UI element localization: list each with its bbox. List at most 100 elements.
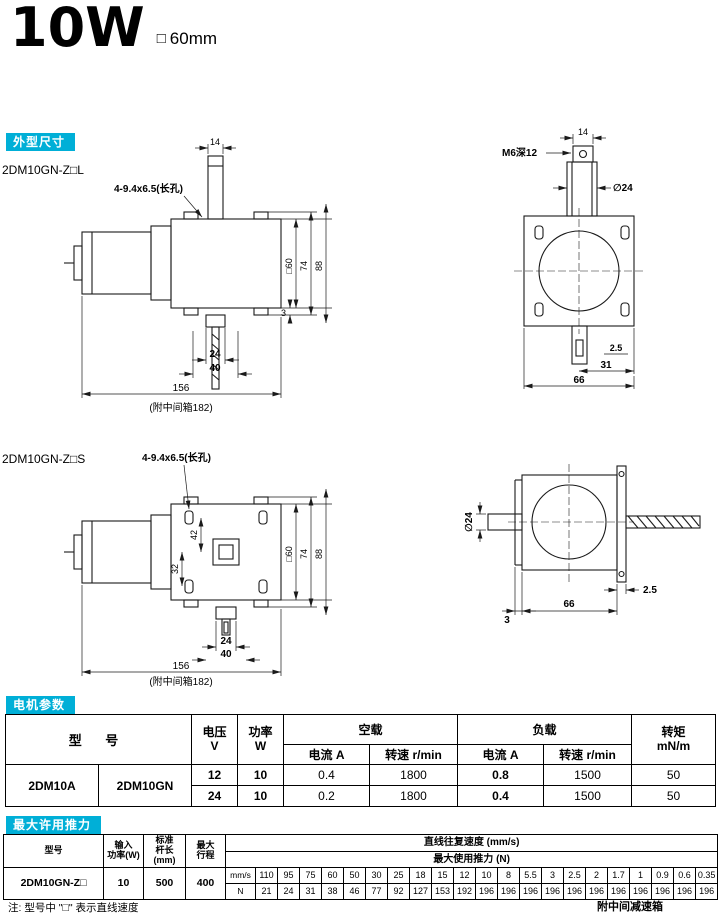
slot-hole-label: 4-9.4x6.5(长孔): [114, 182, 183, 195]
model-label-s: 2DM10GN-Z□S: [2, 452, 86, 466]
speed-value: 12: [453, 866, 476, 884]
motor-data-row: 2DM10A 2DM10GN 12 10 0.4 1800 0.8 1500 5…: [5, 764, 717, 807]
no-load-current-value: 0.2: [283, 785, 370, 807]
force-value: 196: [541, 882, 564, 900]
header-thrust-title: 最大使用推力 (N): [224, 850, 719, 868]
drawing-front-view-l: 14 M6深12 ∅24 2.5 31 66: [502, 127, 644, 389]
speed-value: 30: [365, 866, 388, 884]
voltage-value: 24: [191, 785, 238, 807]
force-value: 196: [563, 882, 586, 900]
gearbox-note: (附中间箱182): [149, 675, 212, 688]
speed-value: 0.35: [694, 866, 719, 884]
dimension-lines: [523, 134, 635, 389]
dim-shaft-dia: ∅24: [613, 183, 633, 194]
model-2dm10a: 2DM10A: [5, 764, 99, 807]
header-load-speed: 转速 r/min: [543, 744, 633, 765]
force-value: 127: [409, 882, 432, 900]
speed-value: 25: [387, 866, 410, 884]
speed-value: 10: [475, 866, 498, 884]
dim-2-5: 2.5: [643, 585, 657, 596]
dim-frame: □60: [284, 258, 294, 273]
gearbox-shaft-outline: [487, 465, 701, 583]
header-input-power: 输入 功率(W): [103, 834, 144, 868]
header-no-load: 空载: [282, 714, 459, 745]
thrust-force-row: N 21 24 31 38 46 77 92 127 153 192 196 1…: [4, 882, 719, 900]
model-label-l: 2DM10GN-Z□L: [2, 163, 84, 177]
force-value: 38: [321, 882, 344, 900]
force-value: 196: [497, 882, 520, 900]
thrust-rod-length: 500: [143, 866, 186, 900]
dim-3: 3: [281, 308, 286, 318]
dimension-lines: [81, 144, 332, 398]
header-model: 型 号: [5, 714, 192, 765]
dim-74: 74: [299, 261, 309, 271]
force-value: 196: [607, 882, 630, 900]
motor-gearbox-outline: [64, 496, 282, 636]
dim-88: 88: [314, 549, 324, 559]
force-value: 192: [453, 882, 476, 900]
force-value: 46: [343, 882, 366, 900]
tap-hole-label: M6深12: [502, 146, 537, 159]
speed-value: 110: [255, 866, 278, 884]
header-load-current: 电流 A: [457, 744, 545, 765]
thrust-stroke: 400: [185, 866, 226, 900]
speed-value: 3: [541, 866, 564, 884]
motor-parameters-table: 型 号 电压 V 功率 W 空载 负载 转矩 mN/m 电流 A 转速 r/mi…: [5, 714, 717, 807]
gearbox-footnote: 附中间减速箱: [597, 901, 663, 913]
header-torque: 转矩 mN/m: [631, 714, 717, 765]
dim-66: 66: [573, 375, 585, 386]
load-speed-value: 1500: [543, 764, 633, 786]
force-value: 153: [431, 882, 454, 900]
speed-value: 0.9: [651, 866, 674, 884]
dim-length: 156: [173, 383, 190, 394]
header-model: 型号: [3, 834, 104, 868]
header-rod-length: 标准 杆长 (mm): [143, 834, 186, 868]
unit-n: N: [225, 882, 256, 900]
force-value: 196: [475, 882, 498, 900]
header-stroke: 最大 行程: [185, 834, 226, 868]
dim-frame: □60: [284, 546, 294, 561]
no-load-speed-value: 1800: [368, 764, 459, 786]
speed-value: 95: [277, 866, 300, 884]
dimension-lines: [81, 464, 332, 676]
gearbox-note: (附中间箱182): [149, 401, 212, 414]
thrust-input-power: 10: [103, 866, 144, 900]
dim-32: 32: [170, 564, 180, 574]
dim-shaft-dia: ∅24: [464, 512, 475, 532]
dim-24: 24: [220, 636, 232, 647]
section-label-dimensions: 外型尺寸: [6, 133, 76, 152]
header-no-load-speed: 转速 r/min: [368, 744, 459, 765]
footnote: 注: 型号中 "□" 表示直线速度: [8, 902, 139, 914]
centerlines: [514, 208, 644, 334]
force-value: 196: [694, 882, 719, 900]
drawing-side-view-s: 4-9.4x6.5(长孔) 42 32 □60 74 88 24 40 156 …: [64, 451, 332, 688]
dimension-lines: [476, 502, 639, 615]
speed-value: 75: [299, 866, 322, 884]
square-frame-icon: □: [156, 29, 166, 47]
dim-24: 24: [209, 349, 221, 360]
force-value: 196: [585, 882, 608, 900]
voltage-value: 12: [191, 764, 238, 786]
load-current-value: 0.4: [457, 785, 545, 807]
speed-value: 8: [497, 866, 520, 884]
dim-3: 3: [504, 615, 510, 626]
speed-value: 2.5: [563, 866, 586, 884]
speed-value: 1.7: [607, 866, 630, 884]
thrust-speed-row: 2DM10GN-Z□ 10 500 400 mm/s 110 95 75 60 …: [3, 866, 719, 900]
header-voltage: 电压 V: [191, 714, 238, 765]
dim-66: 66: [563, 599, 575, 610]
header-load: 负载: [457, 714, 633, 745]
speed-value: 1: [629, 866, 652, 884]
force-value: 21: [255, 882, 278, 900]
speed-value: 60: [321, 866, 344, 884]
speed-value: 0.6: [673, 866, 696, 884]
section-label-motor-params: 电机参数: [6, 696, 76, 715]
force-value: 196: [673, 882, 696, 900]
gearbox-front-outline: [523, 145, 635, 365]
motor-header-row-2: 电流 A 转速 r/min 电流 A 转速 r/min: [6, 744, 716, 765]
torque-value: 50: [631, 785, 717, 807]
torque-value: 50: [631, 764, 717, 786]
drawing-side-view-l: 14 4-9.4x6.5(长孔) □60 74 88 3 24 40 156 (…: [64, 137, 332, 414]
dim-88: 88: [314, 261, 324, 271]
